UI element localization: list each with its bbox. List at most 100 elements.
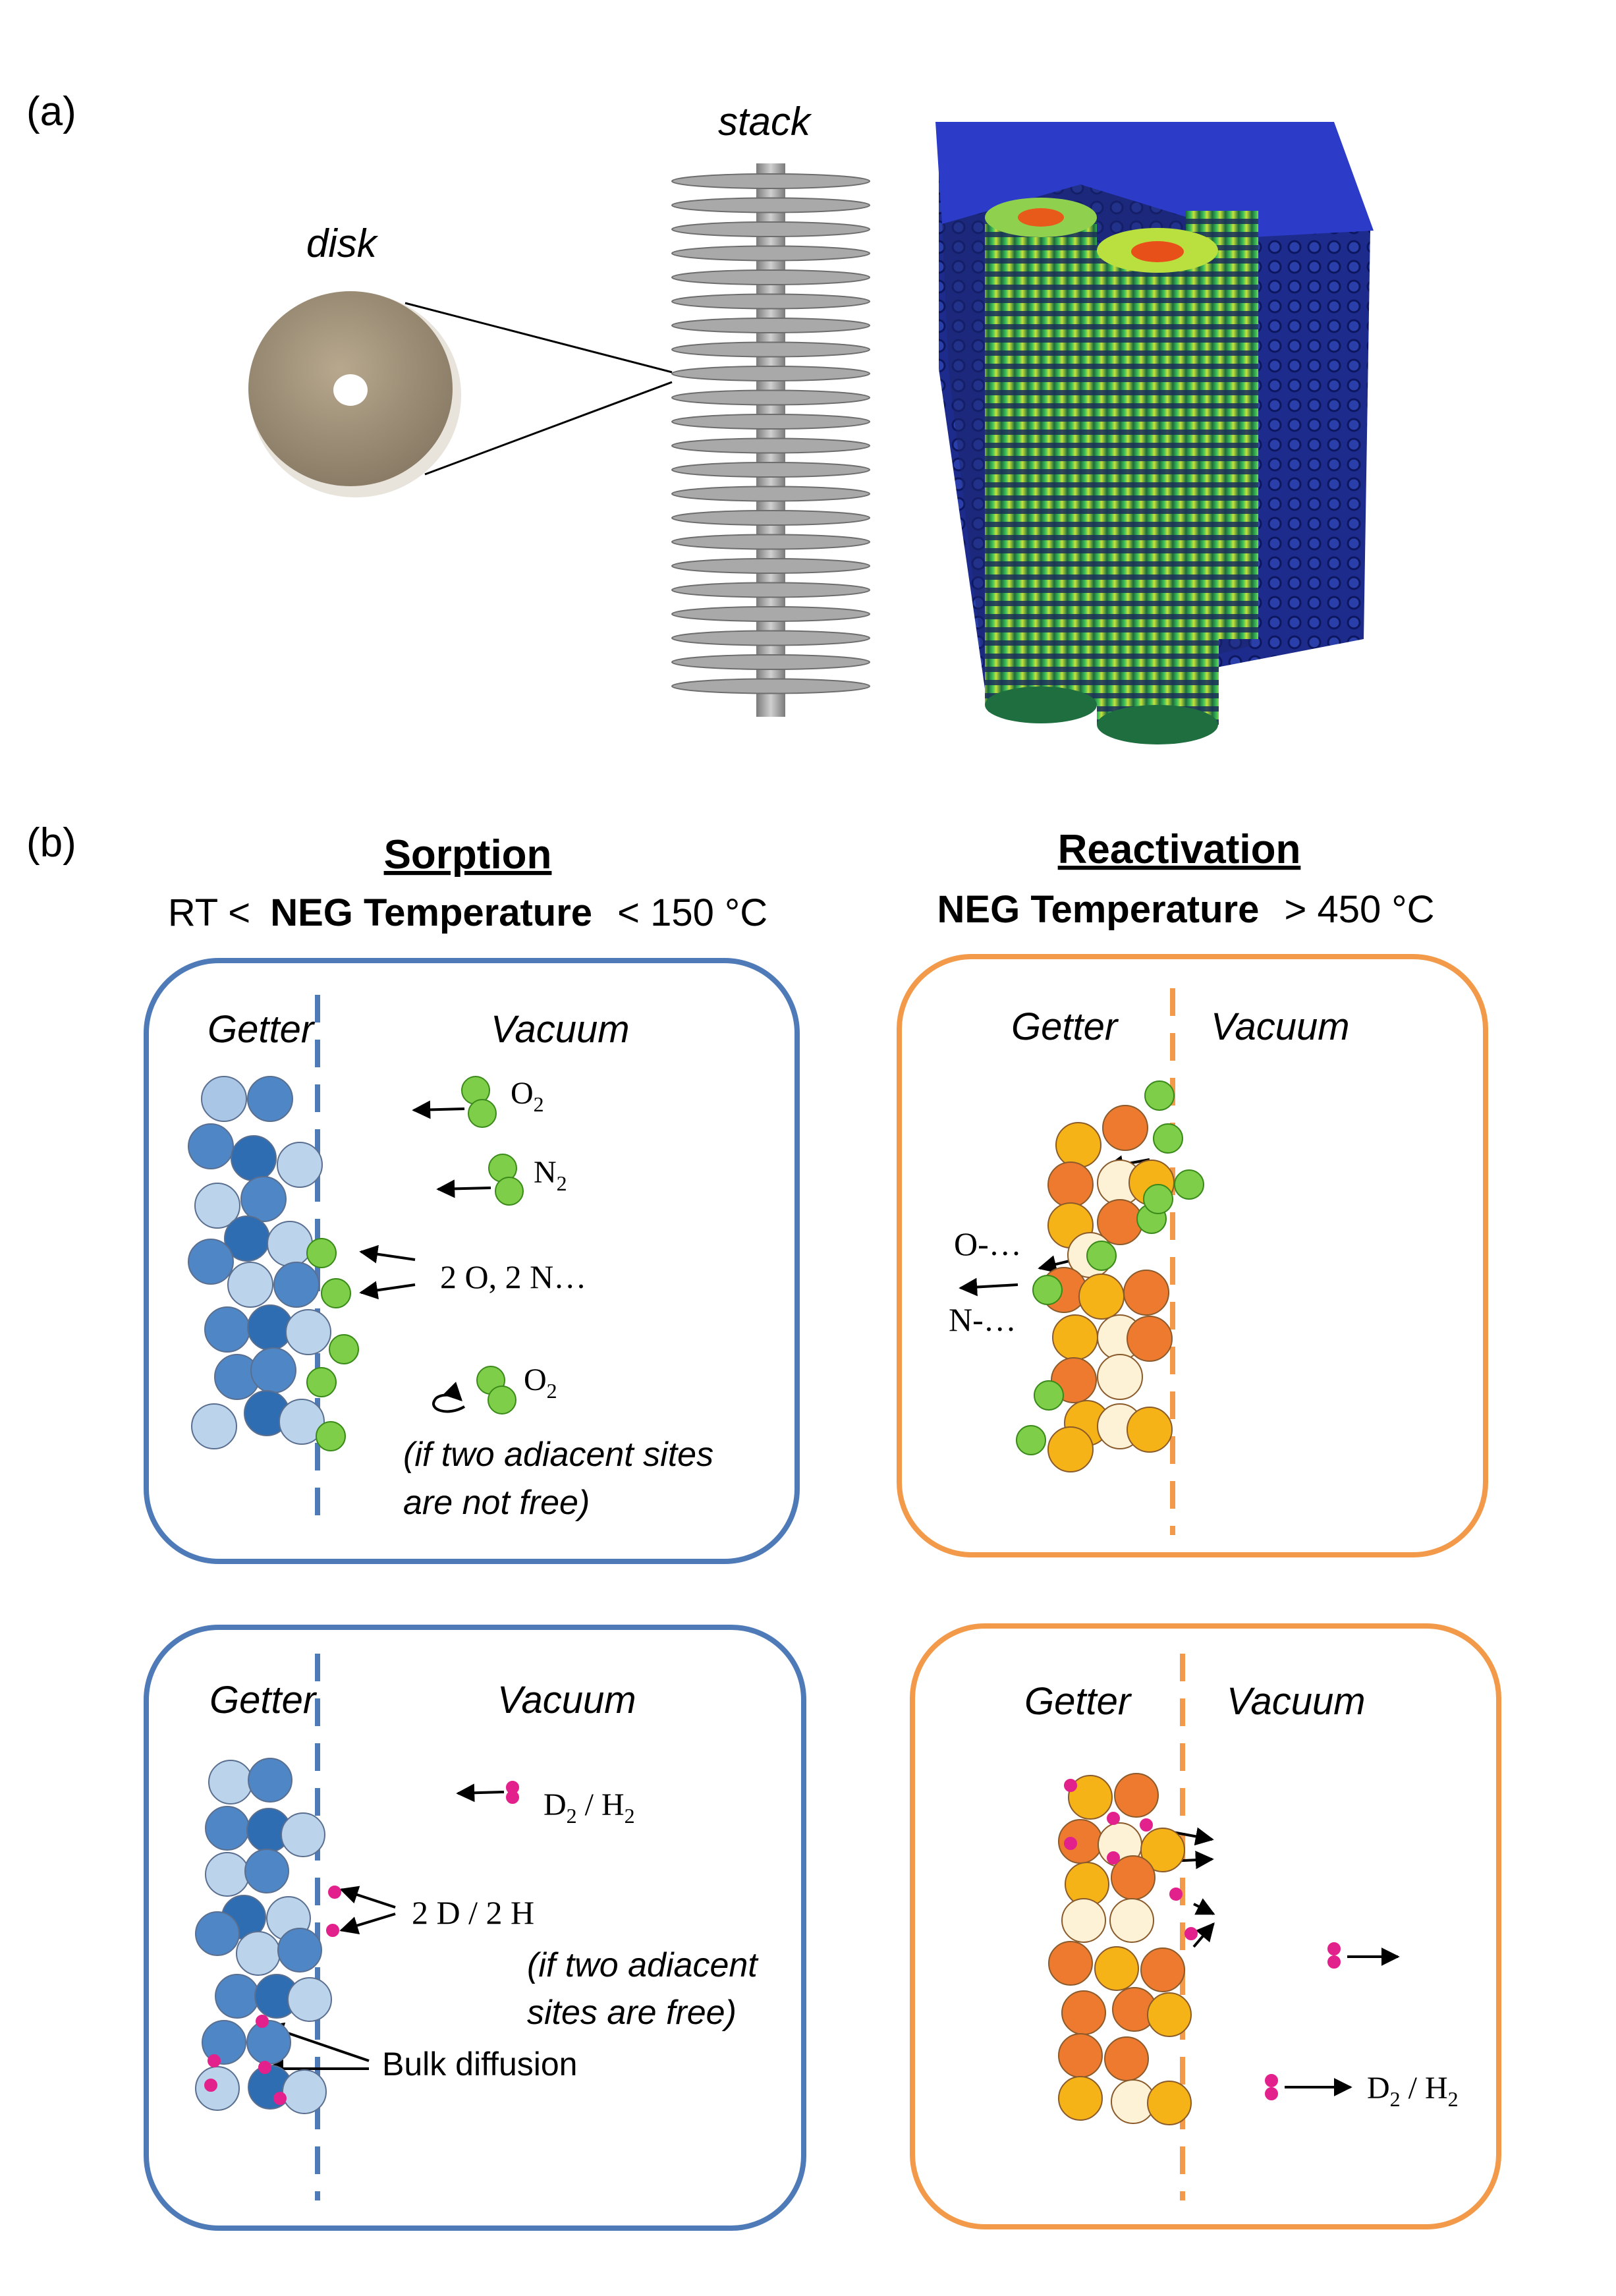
sorption-temp-prefix: RT < [168,891,250,934]
getter-atom [188,1239,234,1285]
getter-atom [246,2020,291,2065]
getter-label: Getter [208,1008,316,1051]
reactivation-temperature: NEG Temperature > 450 °C [937,888,1435,931]
getter-atom [1097,1354,1143,1400]
stack-disk [671,558,870,574]
vacuum-label: Vacuum [497,1679,636,1722]
reactivation-box-oxygen-nitrogen: Getter Vacuum O-… N-… [897,954,1488,1557]
adsorbed-atom [306,1367,337,1397]
getter-label: Getter [1011,1005,1119,1048]
stack-disk [671,678,870,694]
stack-disk [671,462,870,478]
getter-atom [244,1849,289,1893]
getter-atom [1047,1426,1094,1472]
d2h2-label: D2 / H2 [1367,2071,1459,2111]
disk-label: disk [306,221,379,266]
sorption-box-hydrogen: Getter Vacuum D2 / H2 2 D / 2 H (if two … [144,1625,806,2231]
atoms-label: 2 O, 2 N… [440,1258,586,1295]
getter-atom [240,1176,287,1222]
adsorbed-atom [329,1334,359,1364]
atoms-label: 2 D / 2 H [412,1894,534,1931]
getter-atom [1058,2033,1103,2078]
stack-disk [671,366,870,381]
getter-label: Getter [1024,1680,1132,1723]
reactivation-temp-suffix: > 450 °C [1285,888,1435,931]
getter-atom [1147,2081,1192,2125]
getter-atom [188,1123,234,1169]
note-line-1: (if two adiacent sites [403,1436,713,1474]
sorption-box-oxygen-nitrogen: Getter Vacuum O2 N2 2 O, 2 N… O2 (if two… [144,958,800,1564]
getter-atom [248,1758,293,1803]
desorbing-atom [1034,1380,1064,1411]
adsorbed-atom [316,1421,346,1451]
getter-atom [267,1221,313,1267]
getter-atom [1048,1941,1093,1986]
getter-atom [277,1142,323,1188]
o2-reflected-label: O2 [524,1362,557,1403]
stack-label: stack [718,99,812,144]
getter-atom [287,1977,332,2022]
stack-disk [671,245,870,262]
stack-disk [671,221,870,237]
reactivation-box-hydrogen: Getter Vacuum D2 / H2 [910,1623,1501,2229]
cartridge-render [935,122,1374,744]
getter-atom [227,1262,273,1308]
getter-atom [1109,1898,1154,1943]
vacuum-label: Vacuum [1227,1680,1366,1723]
stack-image [671,163,870,717]
hydrogen-atom [1064,1779,1077,1792]
getter-atom [1140,1947,1185,1992]
gas-molecule-atom [468,1099,497,1128]
atom-particles [188,1076,1341,2125]
getter-atom [285,1309,331,1355]
getter-atom [195,1911,240,1956]
hydrogen-atom [256,2015,269,2028]
hydrogen-atom [1107,1851,1120,1864]
getter-atom [205,1806,250,1851]
getter-atom [1047,1162,1094,1208]
getter-atom [201,1076,247,1122]
hydrogen-atom [1107,1812,1120,1825]
hydrogen-atom [1064,1837,1077,1850]
hydrogen-atom [1140,1818,1153,1832]
desorbing-atom [1032,1275,1063,1305]
getter-label: Getter [209,1679,318,1722]
getter-atom [1061,1990,1106,2035]
getter-atom [1078,1274,1125,1320]
hydrogen-atom [1327,1955,1341,1969]
disk-image [248,291,461,497]
getter-atom [1055,1122,1101,1168]
getter-atom [247,1076,293,1122]
n2-label: N2 [534,1155,567,1195]
adsorbed-atom [306,1238,337,1268]
hydrogen-atom [273,2092,287,2105]
adsorbed-atom [321,1278,351,1308]
getter-atom [194,1183,240,1229]
vacuum-label: Vacuum [491,1008,630,1051]
stack-disk [671,510,870,526]
hydrogen-atom [326,1924,339,1937]
getter-atom [282,2069,327,2114]
hydrogen-atom [208,2054,221,2067]
stack-disk [671,173,870,189]
stack-disk [671,630,870,646]
stack-disk [671,293,870,310]
zoom-line-top [404,302,673,374]
sorption-title: Sorption [384,832,552,878]
hydrogen-atom [204,2079,217,2092]
getter-atom [250,1347,296,1393]
getter-atom [1104,2036,1149,2081]
getter-atom [1094,1946,1139,1991]
getter-atom [281,1812,325,1857]
o-label: O-… [954,1225,1022,1262]
desorbing-atom [1143,1184,1173,1214]
getter-atom [273,1262,320,1308]
hydrogen-atom [258,2061,271,2074]
getter-atom [1140,1828,1185,1872]
hydrogen-atom [506,1791,519,1804]
d2h2-label: D2 / H2 [543,1787,635,1828]
getter-atom [1102,1105,1148,1151]
getter-atom [279,1399,325,1445]
stack-disk [671,486,870,502]
stack-disk [671,389,870,406]
